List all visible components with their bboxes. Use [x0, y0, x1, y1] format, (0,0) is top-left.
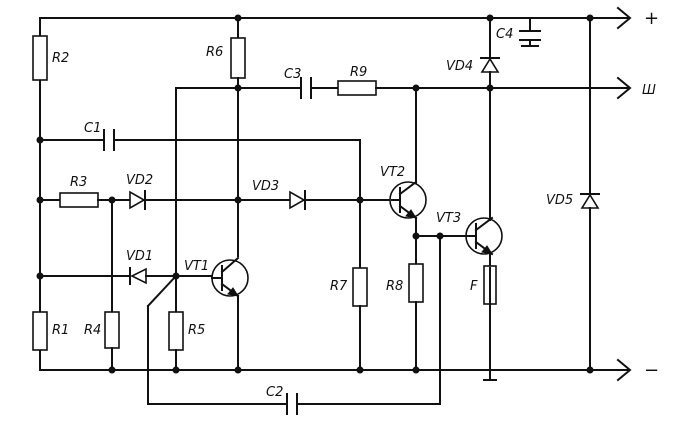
- label-r7: R7: [330, 279, 348, 294]
- label-vd2: VD2: [126, 173, 153, 188]
- label-r8: R8: [386, 279, 403, 294]
- terminal-plus-label: +: [644, 8, 659, 29]
- label-vt1: VT1: [184, 259, 209, 274]
- resistor-r8: [408, 263, 424, 303]
- rail-plus: [39, 6, 632, 30]
- transistor-vt2: [389, 180, 427, 220]
- resistor-r1: [32, 311, 48, 351]
- label-r6: R6: [206, 45, 223, 60]
- label-r1: R1: [52, 323, 69, 338]
- label-vd5: VD5: [546, 193, 573, 208]
- resistor-r5: [168, 311, 184, 351]
- rail-signal: [415, 76, 632, 100]
- label-r5: R5: [188, 323, 205, 338]
- label-vd1: VD1: [126, 249, 153, 264]
- capacitor-c4: [519, 30, 541, 41]
- label-r9: R9: [350, 65, 367, 80]
- terminal-signal-label: Ш: [642, 83, 656, 98]
- label-r3: R3: [70, 175, 87, 190]
- label-vt3: VT3: [436, 211, 461, 226]
- junction-dots: [36, 14, 594, 374]
- resistor-r4: [104, 311, 120, 349]
- diode-vd5: [580, 193, 600, 209]
- fuse-f: [483, 265, 497, 305]
- resistor-r3: [59, 192, 99, 208]
- diode-vd3: [289, 190, 306, 210]
- capacitor-c1: [103, 129, 115, 151]
- diode-vd2: [129, 190, 146, 210]
- transistor-vt3: [465, 216, 503, 256]
- rail-minus: [39, 358, 632, 382]
- label-c4: C4: [496, 27, 513, 42]
- label-f: F: [470, 279, 478, 294]
- label-vd4: VD4: [446, 59, 473, 74]
- label-c3: C3: [284, 67, 301, 82]
- capacitor-c2: [286, 393, 298, 415]
- label-r4: R4: [84, 323, 101, 338]
- resistor-r7: [352, 267, 368, 307]
- label-c2: C2: [266, 385, 283, 400]
- label-r2: R2: [52, 51, 69, 66]
- terminal-minus-label: −: [644, 360, 659, 381]
- transistor-vt1: [211, 256, 249, 298]
- resistor-r6: [230, 37, 246, 79]
- capacitor-c3: [300, 77, 312, 99]
- label-vd3: VD3: [252, 179, 279, 194]
- label-c1: C1: [84, 121, 101, 136]
- label-vt2: VT2: [380, 165, 405, 180]
- diode-vd4: [480, 57, 500, 73]
- resistor-r9: [337, 80, 377, 96]
- diode-vd1: [129, 267, 147, 285]
- resistor-r2: [32, 35, 48, 81]
